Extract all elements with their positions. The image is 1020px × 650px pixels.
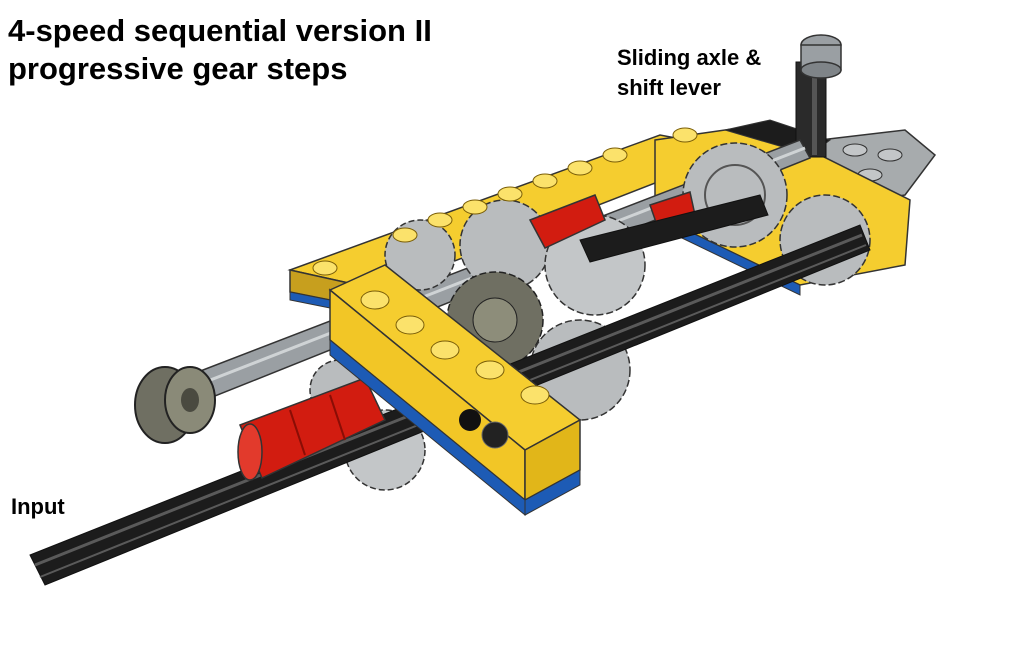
input-annotation: Input [11,494,65,519]
back-beam-studs [312,127,698,276]
dark-pinion [134,366,216,444]
title-line-1: 4-speed sequential version II [8,13,432,48]
lever-label-line-1: Sliding axle & [617,45,762,70]
shift-lever-annotation: Sliding axle & shift lever [617,43,761,103]
red-connector-input [237,377,387,481]
title-line-2: progressive gear steps [8,51,348,86]
red-connectors-back [528,191,696,249]
lever-label-line-2: shift lever [617,75,721,100]
diagram-title: 4-speed sequential version II progressiv… [8,12,432,88]
gear-cluster [309,142,871,491]
front-yellow-beam [328,264,582,517]
